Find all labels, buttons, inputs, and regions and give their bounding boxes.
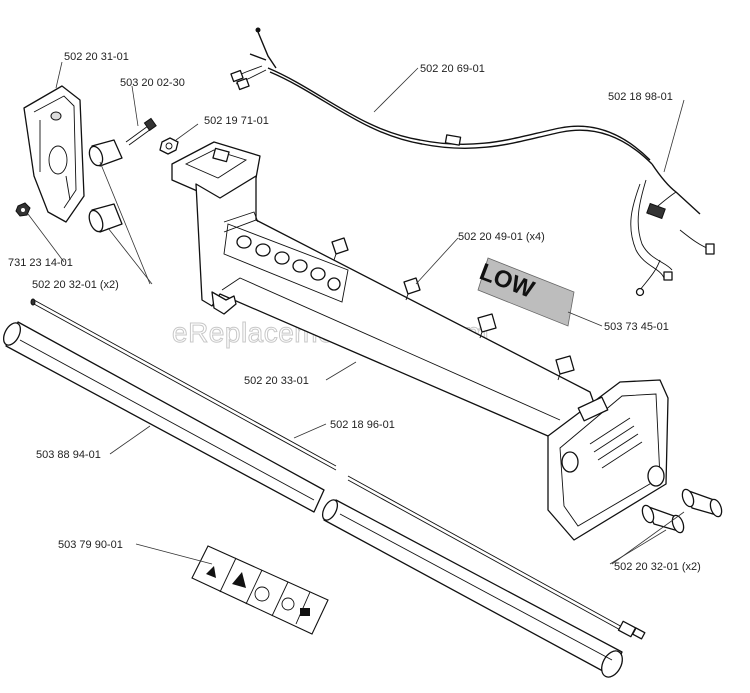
label-nut-left: 731 23 14-01 <box>8 257 73 269</box>
clip-part-1 <box>331 237 349 261</box>
nut-part-top <box>159 137 179 155</box>
nut-part-left <box>15 202 31 217</box>
label-nut-top: 502 19 71-01 <box>204 115 269 127</box>
label-damper-right: 502 20 32-01 (x2) <box>614 561 701 573</box>
handle-part <box>23 85 85 223</box>
label-wire-harness: 502 20 69-01 <box>420 63 485 75</box>
damper-part-upper-left <box>88 139 123 167</box>
warning-decal-part <box>191 545 329 635</box>
part-labels: 502 20 31-01 503 20 02-30 502 19 71-01 5… <box>8 51 701 573</box>
label-drive-shaft: 502 18 96-01 <box>330 419 395 431</box>
clip-part-4 <box>555 355 575 381</box>
label-tube: 503 88 94-01 <box>36 449 101 461</box>
clip-part-2 <box>403 277 421 301</box>
tube-part <box>2 321 623 678</box>
leader-lines <box>27 61 685 565</box>
label-screw: 503 20 02-30 <box>120 77 185 89</box>
label-clip: 502 20 49-01 (x4) <box>458 231 545 243</box>
shaft-housing-part <box>171 141 669 541</box>
damper-part-upper-right <box>681 488 723 518</box>
label-wire-set: 502 18 98-01 <box>608 91 673 103</box>
damper-part-lower-right <box>641 504 685 534</box>
clip-part-3 <box>477 313 497 339</box>
label-logo-decal: 503 73 45-01 <box>604 321 669 333</box>
wire-set-part <box>630 163 715 297</box>
drive-shaft-part <box>30 298 646 640</box>
label-warning-decal: 503 79 90-01 <box>58 539 123 551</box>
wire-harness-part <box>230 27 653 165</box>
label-handle: 502 20 31-01 <box>64 51 129 63</box>
label-damper-left: 502 20 32-01 (x2) <box>32 279 119 291</box>
screw-part <box>125 117 157 146</box>
damper-part-lower-left <box>88 203 123 233</box>
label-shaft-housing: 502 20 33-01 <box>244 375 309 387</box>
